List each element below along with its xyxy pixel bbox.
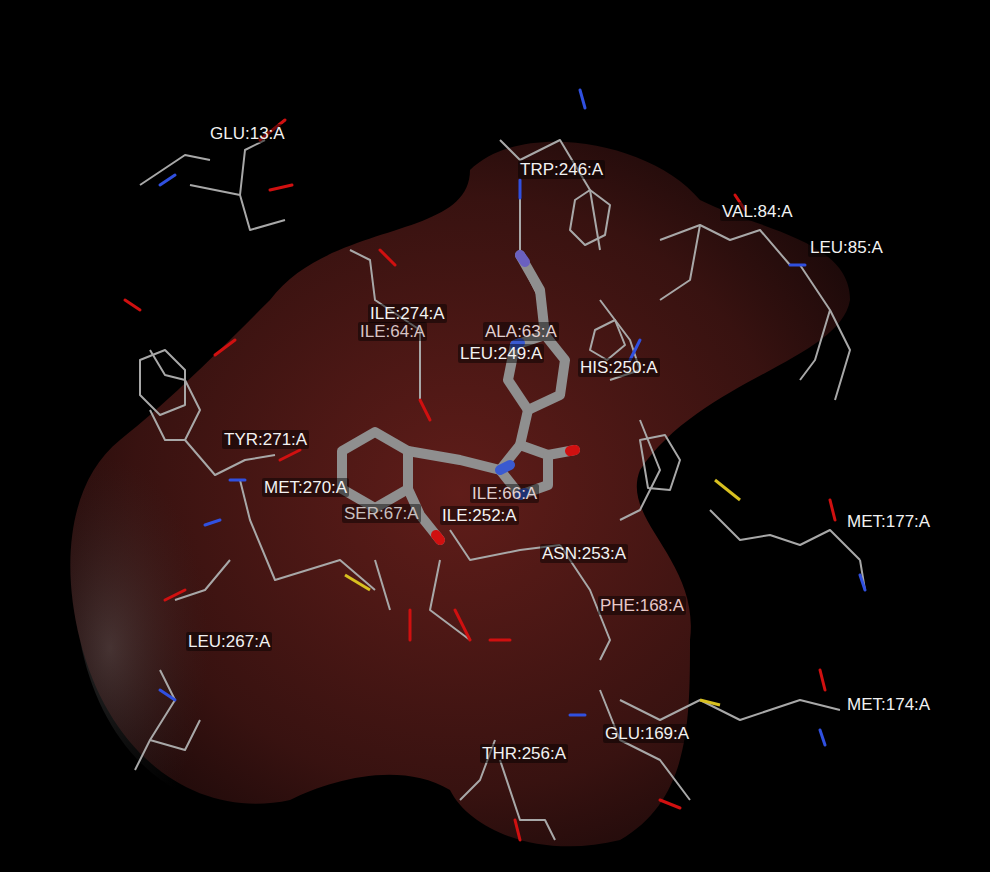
residue-label: LEU:267:A: [186, 632, 272, 651]
residue-label: THR:256:A: [480, 744, 568, 763]
residue-label: TRP:246:A: [518, 160, 605, 179]
residue-label: ILE:66:A: [470, 484, 539, 503]
residue-label: ILE:274:A: [368, 304, 447, 323]
residue-label: MET:174:A: [845, 695, 932, 714]
residue-label: HIS:250:A: [578, 358, 660, 377]
residue-label: PHE:168:A: [598, 596, 686, 615]
residue-label: GLU:13:A: [208, 124, 287, 143]
residue-label: MET:270:A: [262, 478, 349, 497]
residue-label: GLU:169:A: [603, 724, 691, 743]
residue-label: ASN:253:A: [540, 544, 628, 563]
residue-label: TYR:271:A: [222, 430, 309, 449]
residue-label: SER:67:A: [342, 504, 421, 523]
residue-label: LEU:249:A: [458, 344, 544, 363]
residue-label: ILE:252:A: [440, 506, 519, 525]
residue-label: LEU:85:A: [808, 238, 885, 257]
residue-label: MET:177:A: [845, 512, 932, 531]
residue-label: ALA:63:A: [483, 322, 559, 341]
residue-label: VAL:84:A: [720, 202, 795, 221]
residue-label: ILE:64:A: [358, 322, 427, 341]
